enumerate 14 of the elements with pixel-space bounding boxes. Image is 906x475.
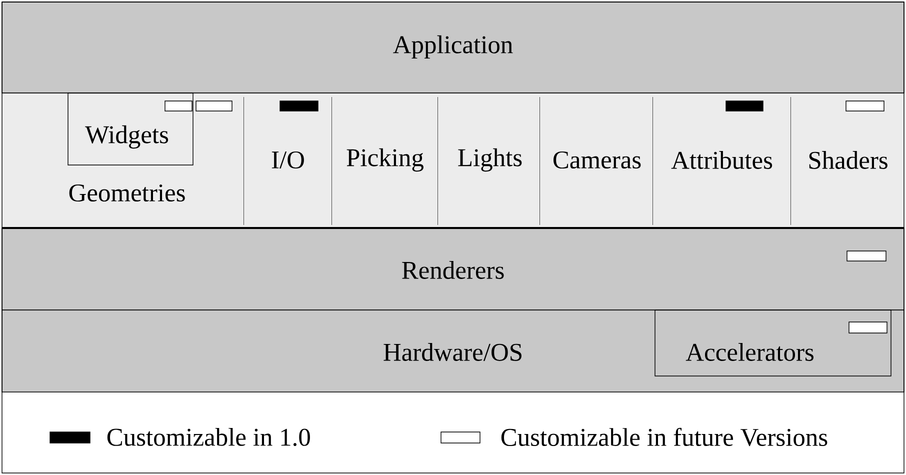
module-label: Lights: [458, 148, 522, 172]
layer-label: Renderers: [402, 261, 504, 279]
layer-label: Application: [393, 35, 513, 59]
legend-label: Customizable in 1.0: [107, 428, 310, 446]
module-label: Geometries: [69, 184, 185, 202]
module-label: I/O: [272, 151, 304, 169]
module-label: Shaders: [809, 151, 888, 169]
module-label: Attributes: [671, 151, 772, 169]
legend-label: Customizable in future Versions: [501, 428, 828, 446]
layer-label: Hardware/OS: [384, 343, 522, 361]
module-label: Picking: [346, 148, 424, 172]
module-label: Cameras: [553, 151, 641, 169]
module-label: Accelerators: [686, 343, 814, 361]
module-label: Widgets: [85, 125, 168, 149]
